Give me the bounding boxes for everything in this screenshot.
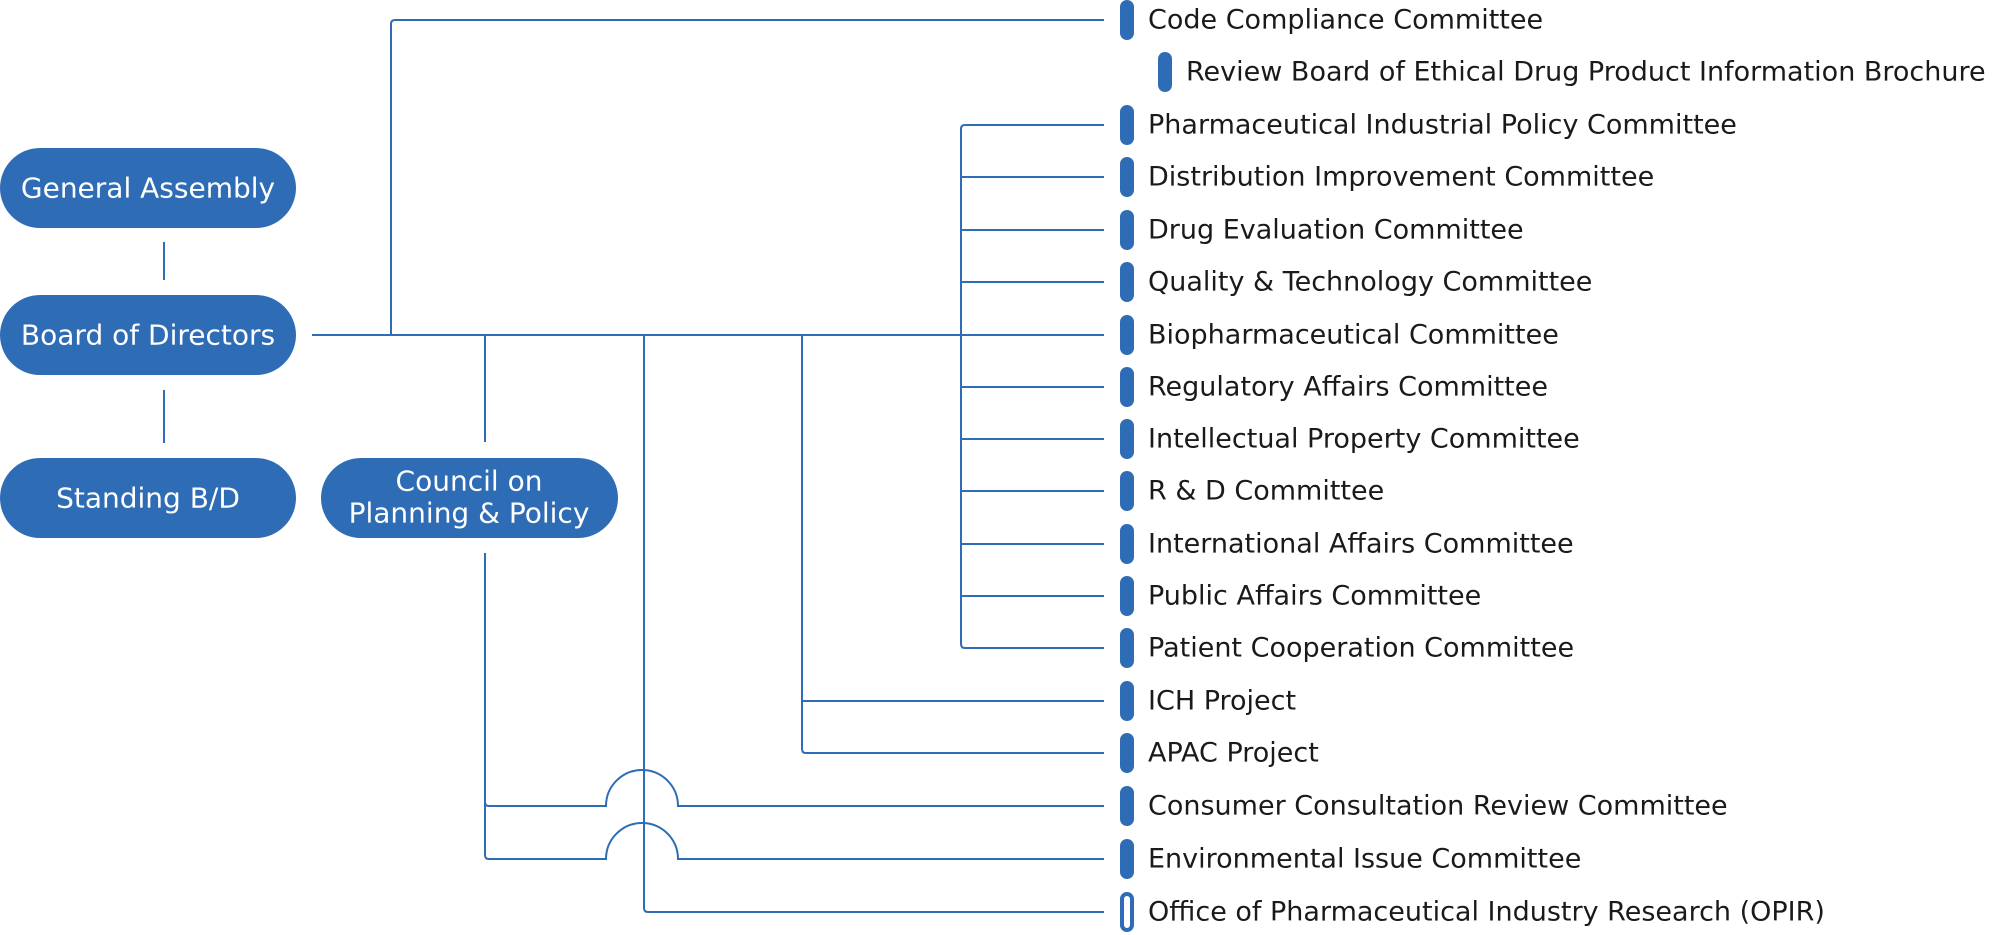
committee-item: APAC Project xyxy=(1120,733,1319,773)
committee-label: Review Board of Ethical Drug Product Inf… xyxy=(1186,57,1986,88)
committee-marker xyxy=(1120,0,1134,40)
committee-marker xyxy=(1120,628,1134,668)
committee-item: Regulatory Affairs Committee xyxy=(1120,367,1548,407)
committee-item: Intellectual Property Committee xyxy=(1120,419,1580,459)
committee-marker xyxy=(1120,524,1134,564)
committee-item: Environmental Issue Committee xyxy=(1120,839,1581,879)
council-node: Council on Planning & Policy xyxy=(321,458,618,538)
board-of-directors-node: Board of Directors xyxy=(0,295,296,375)
committee-item: Pharmaceutical Industrial Policy Committ… xyxy=(1120,105,1737,145)
general-assembly-label: General Assembly xyxy=(21,172,275,205)
committee-item: Review Board of Ethical Drug Product Inf… xyxy=(1158,52,1986,92)
committee-marker xyxy=(1120,892,1134,932)
committee-item: Code Compliance Committee xyxy=(1120,0,1543,40)
committee-item: International Affairs Committee xyxy=(1120,524,1574,564)
committee-label: Code Compliance Committee xyxy=(1148,5,1543,36)
general-assembly-node: General Assembly xyxy=(0,148,296,228)
committee-label: R & D Committee xyxy=(1148,476,1384,507)
committee-label: Regulatory Affairs Committee xyxy=(1148,372,1548,403)
committee-marker xyxy=(1120,367,1134,407)
committee-marker xyxy=(1120,419,1134,459)
committee-item: Office of Pharmaceutical Industry Resear… xyxy=(1120,892,1825,932)
committee-label: Consumer Consultation Review Committee xyxy=(1148,791,1728,822)
committee-label: Office of Pharmaceutical Industry Resear… xyxy=(1148,897,1825,928)
committee-label: Biopharmaceutical Committee xyxy=(1148,320,1559,351)
standing-bd-node: Standing B/D xyxy=(0,458,296,538)
committee-label: APAC Project xyxy=(1148,738,1319,769)
committee-marker xyxy=(1120,315,1134,355)
committee-marker xyxy=(1120,576,1134,616)
committee-item: Patient Cooperation Committee xyxy=(1120,628,1574,668)
committee-label: Patient Cooperation Committee xyxy=(1148,633,1574,664)
committee-label: Environmental Issue Committee xyxy=(1148,844,1581,875)
committee-item: Public Affairs Committee xyxy=(1120,576,1481,616)
committee-marker xyxy=(1120,105,1134,145)
standing-bd-label: Standing B/D xyxy=(56,482,240,515)
committee-label: Public Affairs Committee xyxy=(1148,581,1481,612)
committee-marker xyxy=(1120,262,1134,302)
committee-label: Drug Evaluation Committee xyxy=(1148,215,1524,246)
committee-label: ICH Project xyxy=(1148,686,1296,717)
committee-marker xyxy=(1120,839,1134,879)
committee-item: Distribution Improvement Committee xyxy=(1120,157,1654,197)
council-label-line2: Planning & Policy xyxy=(349,497,590,530)
committee-item: R & D Committee xyxy=(1120,471,1384,511)
committee-marker xyxy=(1158,52,1172,92)
committee-label: International Affairs Committee xyxy=(1148,529,1574,560)
committee-label: Intellectual Property Committee xyxy=(1148,424,1580,455)
committee-item: Biopharmaceutical Committee xyxy=(1120,315,1559,355)
committee-item: ICH Project xyxy=(1120,681,1296,721)
council-label-line1: Council on xyxy=(396,465,543,498)
committee-marker xyxy=(1120,681,1134,721)
committee-marker xyxy=(1120,733,1134,773)
connector-lines xyxy=(312,19,1104,913)
committee-item: Drug Evaluation Committee xyxy=(1120,210,1524,250)
committee-item: Quality & Technology Committee xyxy=(1120,262,1592,302)
committee-marker xyxy=(1120,210,1134,250)
committee-label: Pharmaceutical Industrial Policy Committ… xyxy=(1148,110,1737,141)
committee-marker xyxy=(1120,471,1134,511)
committee-label: Quality & Technology Committee xyxy=(1148,267,1592,298)
committee-marker xyxy=(1120,786,1134,826)
board-of-directors-label: Board of Directors xyxy=(21,319,275,352)
committee-marker xyxy=(1120,157,1134,197)
committee-item: Consumer Consultation Review Committee xyxy=(1120,786,1728,826)
committee-label: Distribution Improvement Committee xyxy=(1148,162,1654,193)
